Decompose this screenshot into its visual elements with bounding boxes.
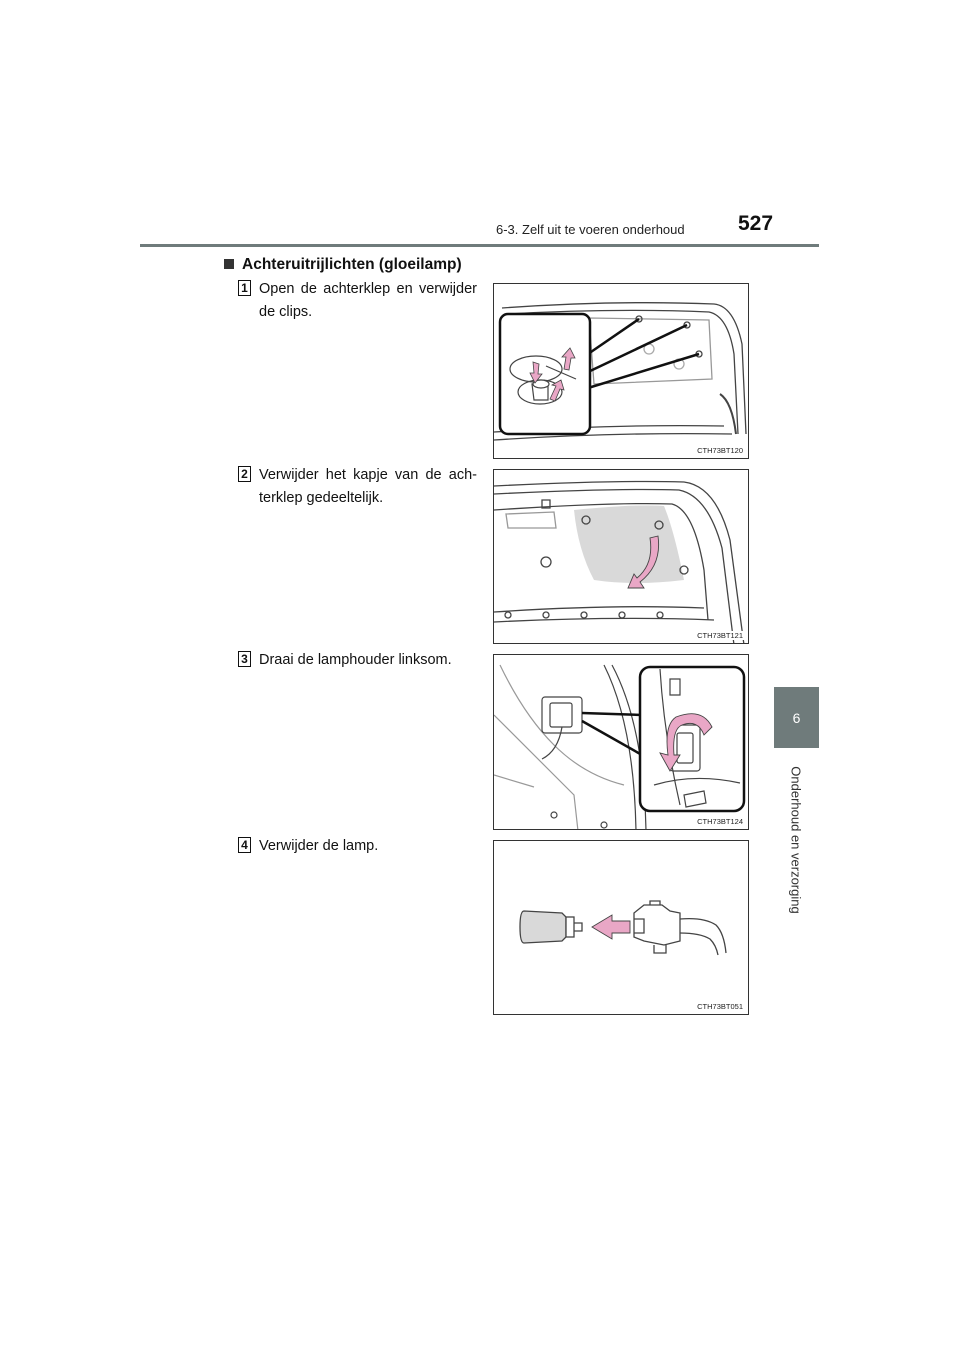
step-number-1: 1 <box>238 280 251 296</box>
step-text-2: Verwijder het kapje van de ach­terklep g… <box>259 467 477 506</box>
lamp-holder-illustration <box>494 664 746 829</box>
figure-code-2: CTH73BT121 <box>696 631 744 640</box>
step-text-3: Draai de lamphouder linksom. <box>259 652 452 668</box>
tailgate-cover-illustration <box>494 480 745 643</box>
header-section-title: 6-3. Zelf uit te voeren onderhoud <box>496 222 685 237</box>
chapter-tab: 6 <box>774 687 819 748</box>
figure-step-4: CTH73BT051 <box>493 840 749 1015</box>
figure-code-3: CTH73BT124 <box>696 817 744 826</box>
figure-step-1: CTH73BT120 <box>493 283 749 459</box>
step-number-4: 4 <box>238 837 251 853</box>
step-text-4: Verwijder de lamp. <box>259 838 379 854</box>
chapter-title-text: Onderhoud en verzorging <box>788 766 804 914</box>
step-number-2: 2 <box>238 466 251 482</box>
figure-step-2: CTH73BT121 <box>493 469 749 644</box>
tailgate-clips-illustration <box>494 302 747 441</box>
section-heading: Achteruitrijlichten (gloeilamp) <box>224 256 462 274</box>
section-heading-text: Achteruitrijlichten (gloeilamp) <box>242 256 462 273</box>
square-bullet-icon <box>224 259 234 269</box>
header-rule <box>140 244 819 247</box>
chapter-title: Onderhoud en verzorging <box>768 760 824 920</box>
figure-code-1: CTH73BT120 <box>696 446 744 455</box>
step-number-3: 3 <box>238 651 251 667</box>
figure-code-4: CTH73BT051 <box>696 1002 744 1011</box>
bulb-removal-illustration <box>519 900 727 956</box>
step-text-1: Open de achterklep en verwijder de clips… <box>259 281 477 320</box>
figure-step-3: CTH73BT124 <box>493 654 749 830</box>
page-number: 527 <box>738 212 774 235</box>
